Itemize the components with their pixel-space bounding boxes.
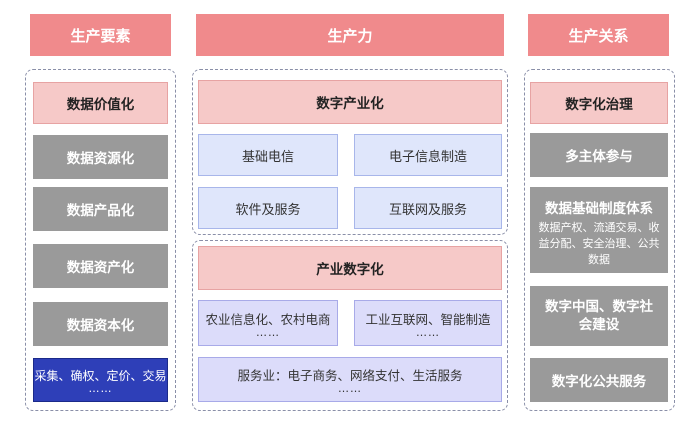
left-item-4: 数据资本化 <box>33 302 168 346</box>
cell-services-dots: …… <box>338 382 362 395</box>
right-item-multi-stakeholder: 多主体参与 <box>530 133 668 177</box>
right-item-data-system: 数据基础制度体系 数据产权、流通交易、收益分配、安全治理、公共数据 <box>530 187 668 273</box>
cell-agriculture-dots: …… <box>256 325 280 339</box>
cell-industrial-internet-dots: …… <box>416 325 440 339</box>
cell-agriculture-text: 农业信息化、农村电商 <box>205 311 331 327</box>
cell-industrial-internet: 工业互联网、智能制造 …… <box>354 300 502 346</box>
data-valuation-box: 数据价值化 <box>33 82 168 124</box>
header-production-relations: 生产关系 <box>528 14 669 56</box>
cell-industrial-internet-text: 工业互联网、智能制造 <box>365 311 491 327</box>
digital-industrialization-title: 数字产业化 <box>198 80 502 124</box>
left-item-2: 数据产品化 <box>33 187 168 231</box>
header-production-factors: 生产要素 <box>30 14 171 56</box>
cell-basic-telecom: 基础电信 <box>198 134 338 176</box>
cell-agriculture: 农业信息化、农村电商 …… <box>198 300 338 346</box>
industrial-digitalization-title: 产业数字化 <box>198 246 502 290</box>
left-bottom-dots: …… <box>88 381 113 395</box>
cell-software-services: 软件及服务 <box>198 187 338 229</box>
right-item-public-service: 数字化公共服务 <box>530 358 668 402</box>
right-item-data-system-desc: 数据产权、流通交易、收益分配、安全治理、公共数据 <box>538 221 660 266</box>
right-item-data-system-title: 数据基础制度体系 <box>545 201 653 217</box>
left-bottom-text: 采集、确权、定价、交易 <box>34 368 167 383</box>
industrial-digitalization-container <box>192 240 508 411</box>
digital-industrialization-container <box>192 69 508 235</box>
cell-electronic-manufacturing: 电子信息制造 <box>354 134 502 176</box>
left-bottom-box: 采集、确权、定价、交易 …… <box>33 358 168 402</box>
right-column-container <box>524 69 675 411</box>
cell-services: 服务业：电子商务、网络支付、生活服务 …… <box>198 357 502 402</box>
left-item-3: 数据资产化 <box>33 244 168 288</box>
cell-services-text: 服务业：电子商务、网络支付、生活服务 <box>237 368 463 383</box>
right-item-digital-china: 数字中国、数字社会建设 <box>530 286 668 346</box>
header-productivity: 生产力 <box>196 14 504 56</box>
left-column-container <box>25 69 176 411</box>
left-item-1: 数据资源化 <box>33 135 168 179</box>
cell-internet-services: 互联网及服务 <box>354 187 502 229</box>
digital-governance-box: 数字化治理 <box>530 82 668 124</box>
